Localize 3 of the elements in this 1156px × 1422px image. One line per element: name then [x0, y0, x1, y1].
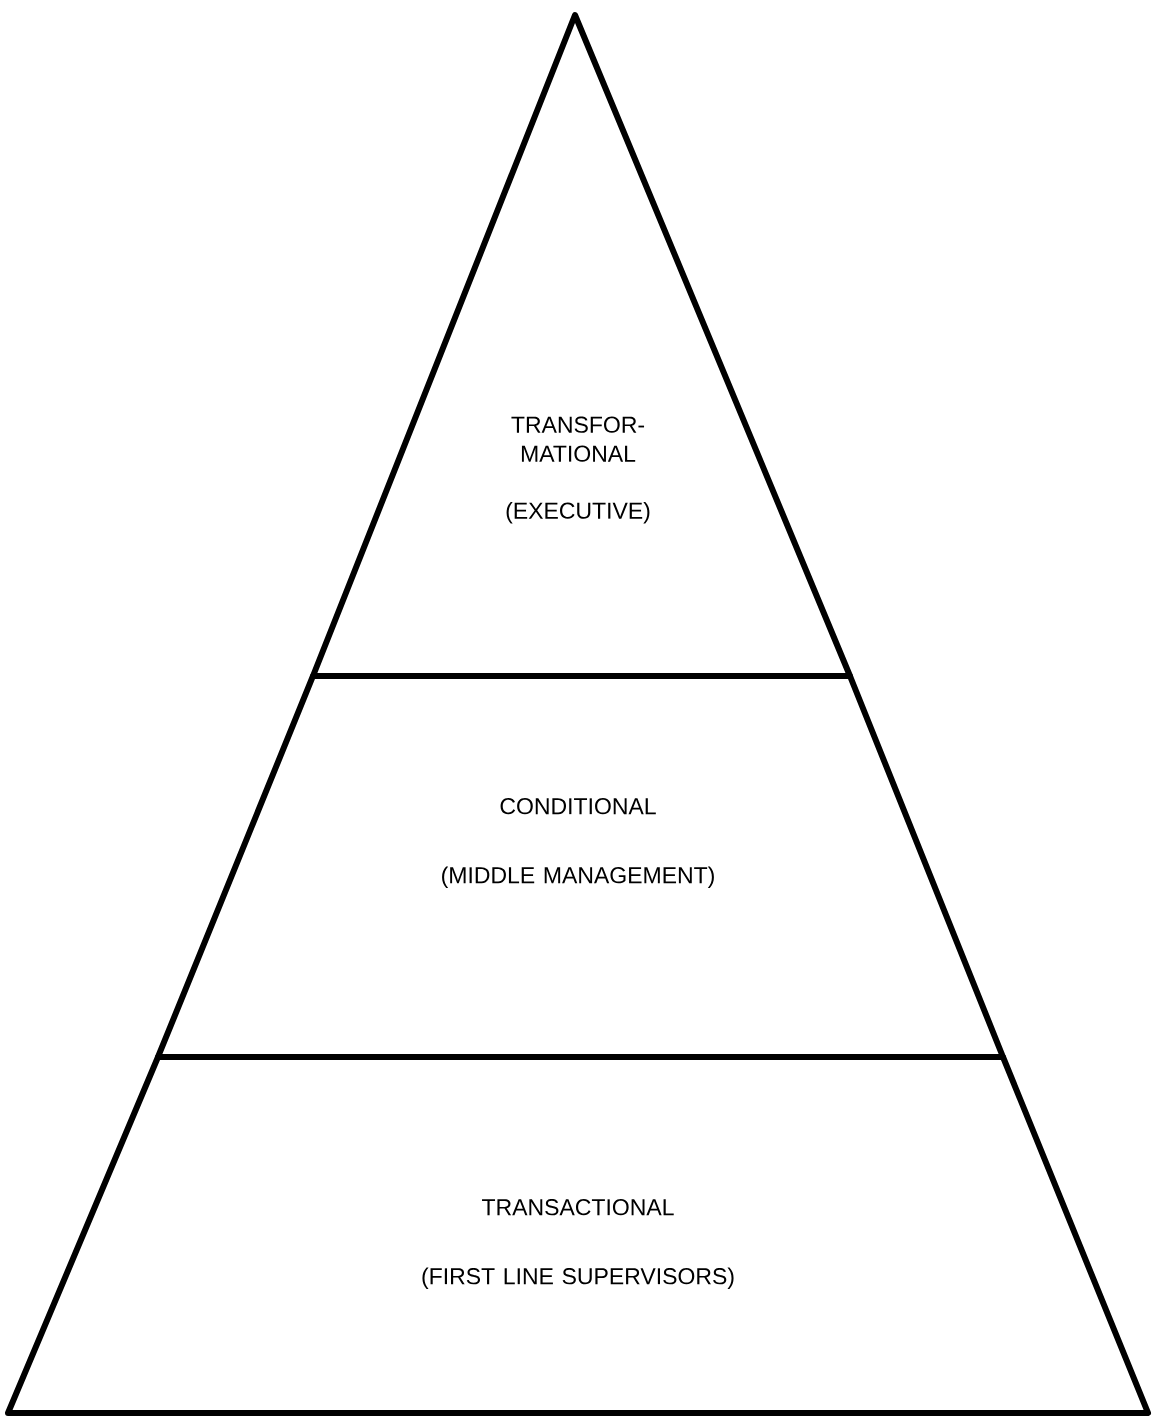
pyramid-band: TRANSFOR- MATIONAL (EXECUTIVE) [310, 12, 853, 679]
pyramid-band: TRANSACTIONAL (FIRST LINE SUPERVISORS) [5, 1054, 1151, 1416]
pyramid-band: CONDITIONAL (MIDDLE MANAGEMENT) [155, 673, 1006, 1060]
